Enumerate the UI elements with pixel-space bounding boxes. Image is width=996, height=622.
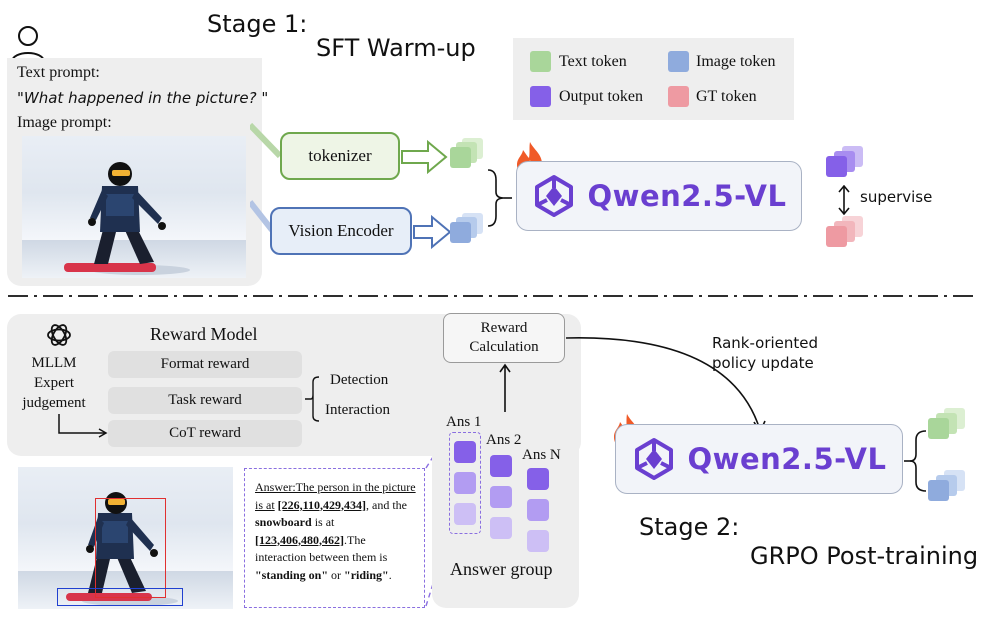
policy-update-line1: Rank-oriented (712, 334, 819, 352)
snowboard-bounding-box (57, 588, 183, 606)
snowboarder-photo (22, 136, 246, 278)
stage2-subtitle: GRPO Post-training (750, 542, 979, 570)
detection-label: Detection (330, 372, 389, 388)
supervise-label: supervise (860, 188, 933, 206)
ans-1-token (454, 503, 476, 525)
qwen-label-stage2: Qwen2.5-VL (687, 442, 887, 476)
ans-n-token (527, 499, 549, 521)
ans-2-token (490, 517, 512, 539)
answer-box-person: [226,110,429,434] (277, 497, 367, 512)
answer-option-riding: "riding" (344, 567, 389, 582)
answer-object-snowboard: snowboard (255, 515, 312, 529)
reward-calc-line1: Reward (480, 320, 528, 336)
qwen-label-stage1: Qwen2.5-VL (587, 179, 787, 213)
format-reward-item: Format reward (108, 351, 302, 378)
policy-update-label: Rank-oriented policy update (712, 333, 818, 373)
supervise-arrow-icon (838, 185, 850, 215)
reward-calc-line2: Calculation (469, 339, 539, 355)
tokenizer-arrow-icon (401, 139, 448, 175)
ans-2-label: Ans 2 (486, 432, 522, 448)
answer-example: Answer:The person in the picture is at [… (244, 468, 425, 608)
snowboarder-photo-annotated (18, 467, 233, 609)
legend-swatch-output-token (530, 86, 551, 107)
policy-update-line2: policy update (712, 354, 814, 372)
input-brace (487, 169, 512, 227)
legend-label-text-token: Text token (559, 53, 627, 70)
mllm-expert-label: MLLM Expert judgement (22, 355, 86, 411)
person-bounding-box (95, 498, 166, 598)
legend-swatch-gt-token (668, 86, 689, 107)
ans-1-highlight (449, 432, 481, 534)
image-token-stack (448, 213, 498, 253)
vision-encoder-box: Vision Encoder (270, 207, 412, 255)
legend-label-image-token: Image token (696, 53, 776, 70)
text-prompt-value: "What happened in the picture? " (17, 89, 269, 107)
answer-option-standing-on: "standing on" (255, 567, 329, 582)
ans-1-token (454, 472, 476, 494)
token-legend (513, 38, 794, 120)
reward-model-title: Reward Model (150, 324, 258, 344)
vision-encoder-arrow-icon (413, 214, 452, 250)
qwen-logo-icon (634, 438, 673, 480)
task-reward-brace (305, 376, 320, 422)
qwen-model-stage1: Qwen2.5-VL (516, 161, 802, 231)
stage1-subtitle: SFT Warm-up (316, 34, 476, 62)
answer-text-p6: . (388, 567, 392, 582)
answer-group-label: Answer group (450, 559, 553, 579)
answer-text-p3: is at (311, 515, 335, 529)
stage1-title: Stage 1: (207, 10, 308, 38)
answer-text-p4: .The interaction between them is (255, 532, 388, 565)
cot-reward-item: CoT reward (108, 420, 302, 447)
stage2-image-token-stack (928, 470, 978, 510)
reward-calculation-box: Reward Calculation (443, 313, 565, 363)
text-token-stack (448, 138, 498, 178)
tokenizer-box: tokenizer (280, 132, 400, 180)
answer-box-snowboard: [123,406,480,462] (255, 532, 344, 547)
legend-label-gt-token: GT token (696, 88, 757, 105)
stage2-text-token-stack (928, 408, 978, 448)
qwen-logo-icon (534, 175, 573, 217)
answer-text-p1: Answer:The person in the picture is at (255, 480, 416, 512)
openai-icon (47, 324, 71, 346)
ans-1-token (454, 441, 476, 463)
stage-divider (8, 295, 975, 297)
interaction-label: Interaction (325, 402, 390, 418)
ans-2-token (490, 455, 512, 477)
image-prompt-label: Image prompt: (17, 114, 112, 131)
legend-swatch-image-token (668, 51, 689, 72)
output-token-stack (826, 146, 876, 186)
gt-token-stack (826, 216, 876, 256)
answers-to-reward-arrow-icon (499, 363, 511, 412)
qwen-model-stage2: Qwen2.5-VL (615, 424, 903, 494)
stage2-title: Stage 2: (639, 513, 740, 541)
answer-text-p2: , and the (366, 497, 408, 512)
ans-n-label: Ans N (522, 447, 561, 463)
legend-swatch-text-token (530, 51, 551, 72)
task-reward-item: Task reward (108, 387, 302, 414)
text-prompt-label: Text prompt: (17, 64, 100, 81)
ans-1-label: Ans 1 (446, 414, 482, 430)
ans-2-token (490, 486, 512, 508)
output-brace (904, 430, 927, 492)
prompt-connectors (250, 122, 283, 232)
expert-to-cot-arrow-icon (58, 414, 108, 438)
legend-label-output-token: Output token (559, 88, 643, 105)
answer-text-p5: or (328, 567, 345, 582)
ans-n-token (527, 530, 549, 552)
ans-n-token (527, 468, 549, 490)
